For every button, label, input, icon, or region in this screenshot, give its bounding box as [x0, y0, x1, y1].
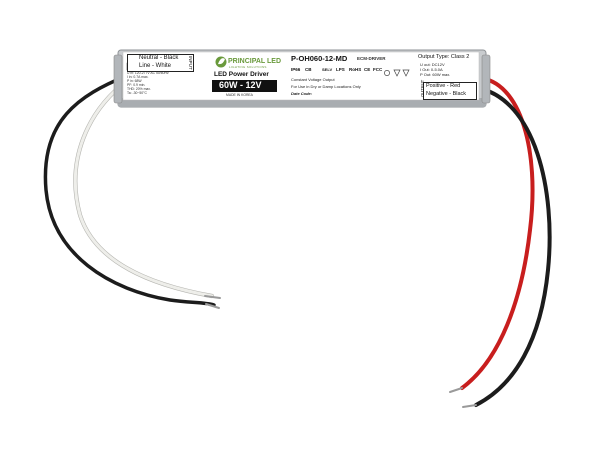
input-wire-tip-2	[205, 303, 220, 309]
made-in: MADE IN KOREA	[226, 93, 253, 97]
output-spec-3: P Out: 60W max.	[420, 72, 451, 77]
input-wire-neutral: Neutral - Black	[139, 55, 179, 61]
rating-bar	[212, 80, 277, 92]
driver-title: LED Power Driver	[214, 71, 269, 78]
cert-selv: SELV	[322, 67, 333, 72]
input-spec-2: I in: 0.7A max.	[127, 75, 149, 79]
output-wire-tip-2	[462, 404, 477, 408]
brand-name: PRINCIPAL LED	[228, 58, 282, 65]
output-wire-red	[460, 76, 535, 390]
cert-cb: CB	[305, 67, 312, 72]
brand-tagline: LIGHTING SOLUTIONS	[229, 65, 267, 69]
series-name: ECM-DRIVER	[357, 56, 386, 61]
output-wire-tip-1	[449, 387, 463, 393]
constant-voltage: Constant Voltage Output	[291, 77, 335, 82]
output-spec-2: I Out: 0-5.0A	[420, 67, 443, 72]
input-wires	[43, 74, 221, 309]
input-wire-line: Line - White	[139, 63, 172, 69]
input-spec-3: P in: 68W	[127, 79, 142, 83]
cert-lps: LPS	[336, 67, 345, 72]
input-spec-1: U in: 120-277V AC 50/60Hz	[127, 71, 169, 75]
input-wire-black	[43, 74, 216, 307]
date-code: Date Code:	[291, 91, 313, 96]
input-spec-5: THD: 20% max.	[127, 87, 151, 91]
output-spec-1: U out: DC12V	[420, 62, 445, 67]
driver-rating: 60W - 12V	[219, 80, 262, 90]
input-spec-4: PF: 0.9 min.	[127, 83, 146, 87]
output-type: Output Type: Class 2	[418, 54, 470, 60]
output-wire-negative: Negative - Black	[426, 91, 467, 97]
cert-fcc: FCC	[373, 67, 383, 72]
input-tag: INPUT	[188, 56, 193, 70]
usage-note: For Use in Dry or Damp Locations Only	[291, 84, 361, 89]
end-cap-right	[481, 54, 491, 104]
model-number: P-OH060-12-MD	[291, 54, 348, 63]
cert-ce: CE	[364, 67, 371, 72]
end-cap-left	[113, 54, 123, 104]
brand-logo-leaf	[218, 58, 225, 65]
output-wires	[449, 76, 552, 408]
output-wire-black	[474, 86, 552, 407]
output-tag: OUTPUT	[420, 79, 425, 97]
cert-icons	[384, 69, 410, 77]
output-wire-box	[423, 82, 477, 100]
cert-ip66: IP66	[291, 67, 301, 72]
cert-rohs: RoHS	[349, 67, 362, 72]
output-wire-positive: Positive - Red	[426, 83, 461, 89]
input-wire-tip-1	[204, 295, 221, 299]
input-wire-white	[73, 78, 214, 298]
input-spec-6: Ta: -30~50°C	[127, 91, 147, 95]
input-wire-box	[127, 54, 194, 72]
